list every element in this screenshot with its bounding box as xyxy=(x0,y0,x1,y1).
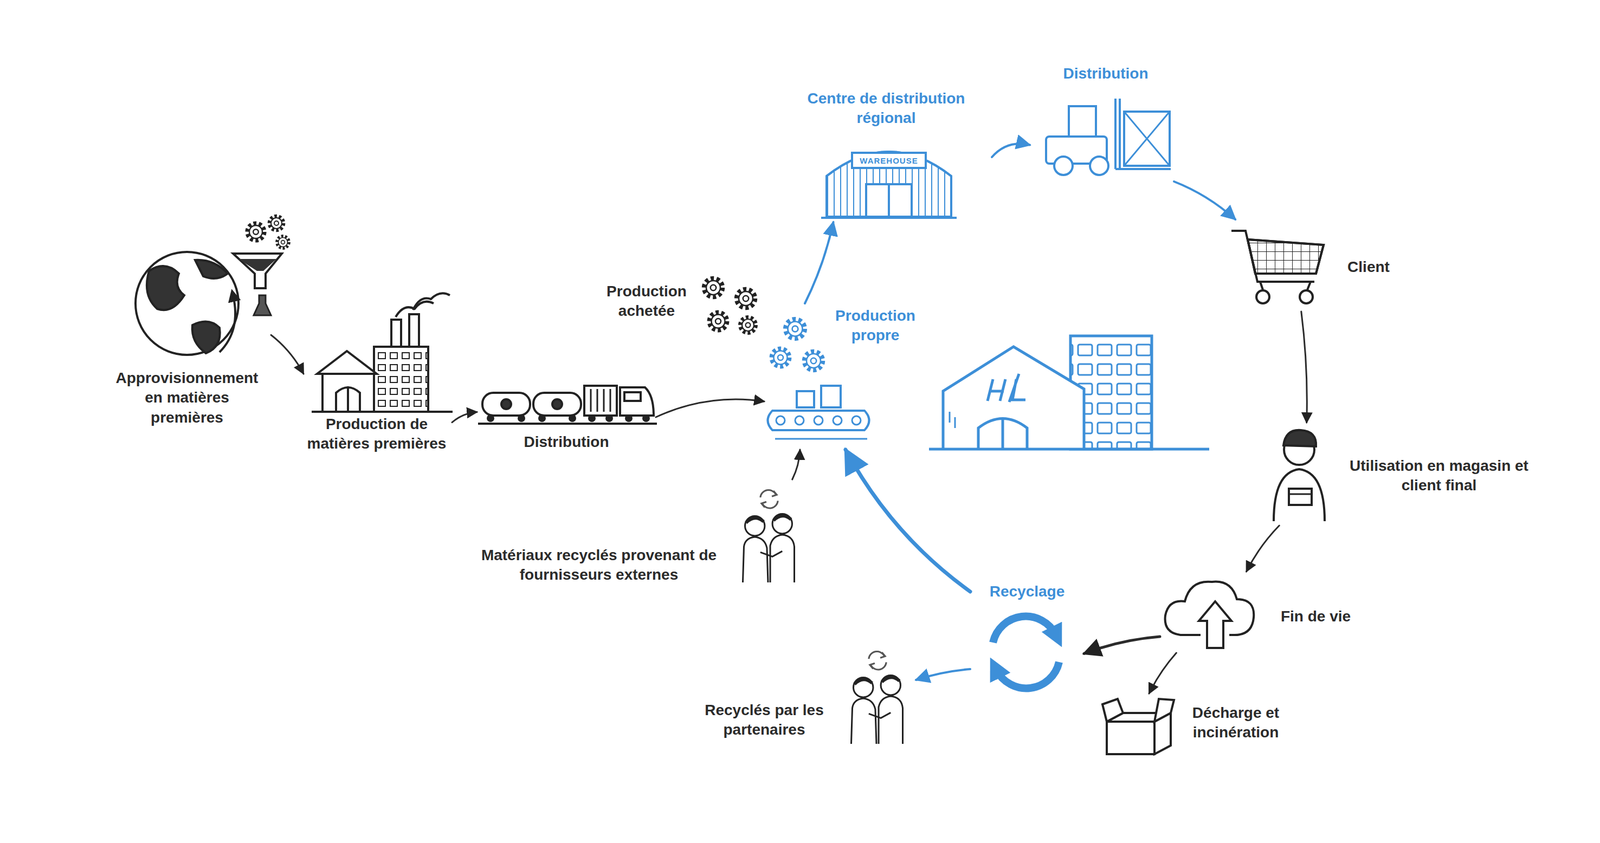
cloud-icon xyxy=(1165,582,1255,649)
conveyor-icon xyxy=(768,385,870,440)
funnel-icon xyxy=(233,216,289,316)
node-label: Approvisionnement en matières premières xyxy=(108,368,266,428)
factory-icon xyxy=(311,293,453,412)
diagram-node: Client xyxy=(1224,219,1399,312)
flow-arrow xyxy=(1084,636,1160,654)
node-label: Distribution xyxy=(512,432,621,453)
gears-icon xyxy=(704,278,757,334)
diagram-node: Utilisation en magasin et client final xyxy=(1265,422,1540,526)
node-label: Distribution xyxy=(1062,63,1150,84)
node-label: Centre de distribution régional xyxy=(794,88,979,129)
diagram-node: Distribution xyxy=(1029,59,1182,182)
diagram-node: Recyclage xyxy=(970,579,1085,700)
node-label: Production propre xyxy=(826,306,925,346)
flow-arrow xyxy=(792,449,800,480)
diagram-node: Production propre xyxy=(764,303,927,450)
diagram-node: Recyclés par les partenaires xyxy=(688,642,916,751)
flow-arrow xyxy=(1149,653,1177,694)
diagram-node: Production achetée xyxy=(590,268,762,339)
diagram-node: Production de matières premières xyxy=(303,287,453,461)
node-label: Production de matières premières xyxy=(303,414,450,455)
recycle-icon xyxy=(992,616,1060,689)
node-label: Utilisation en magasin et client final xyxy=(1346,456,1532,496)
suppliers-icon xyxy=(742,489,795,583)
node-label: Décharge et incinération xyxy=(1178,703,1293,744)
sign-text: WAREHOUSE xyxy=(859,156,918,166)
flow-arrow xyxy=(1301,311,1308,423)
node-label: Matériaux recyclés provenant de fourniss… xyxy=(471,545,727,586)
diagram-node: Centre de distribution régional xyxy=(780,86,992,223)
flow-arrow xyxy=(845,449,971,592)
flow-arrow xyxy=(991,143,1030,158)
diagram-node: Approvisionnement en matières premières xyxy=(102,219,272,434)
warehouse-icon xyxy=(821,151,957,218)
flow-arrow xyxy=(915,669,971,681)
person-icon xyxy=(1273,430,1325,522)
node-label: Recyclage xyxy=(972,582,1082,602)
diagram-node: Distribution xyxy=(476,373,656,461)
train-icon xyxy=(478,385,657,424)
node-label: Client xyxy=(1341,257,1396,277)
cart-icon xyxy=(1231,230,1324,304)
forklift-icon xyxy=(1046,98,1171,176)
diagram-node: Matériaux recyclés provenant de fourniss… xyxy=(471,479,803,597)
company-building xyxy=(928,336,1210,450)
diagram-node: Décharge et incinération xyxy=(1097,693,1304,759)
node-label: Fin de vie xyxy=(1271,607,1361,627)
flow-arrow xyxy=(1246,525,1280,572)
gears-icon xyxy=(771,319,823,371)
flow-arrow xyxy=(655,399,765,418)
node-label: Recyclés par les partenaires xyxy=(693,700,835,741)
flow-arrow xyxy=(804,222,834,304)
node-label: Production achetée xyxy=(595,281,699,322)
diagram-node: Fin de vie xyxy=(1159,571,1366,654)
partners-icon xyxy=(850,651,903,745)
box-icon xyxy=(1102,699,1174,755)
flow-arrow xyxy=(452,411,477,423)
globe-icon xyxy=(135,252,239,356)
flow-arrow xyxy=(271,334,304,374)
flow-arrow xyxy=(1173,181,1236,220)
